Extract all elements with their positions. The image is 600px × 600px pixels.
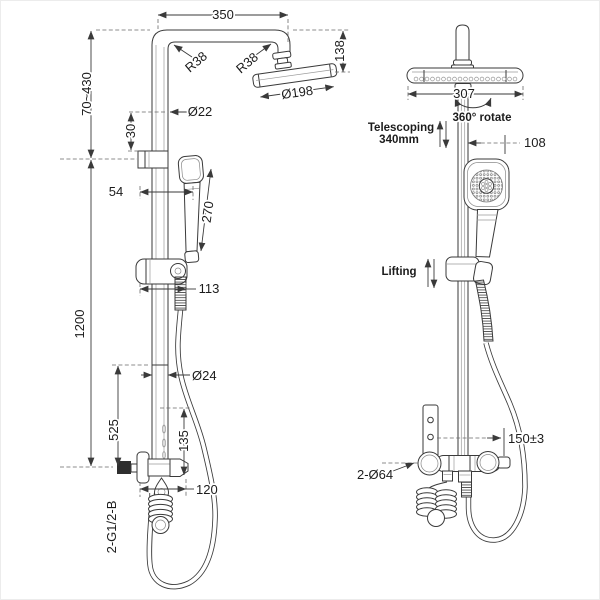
ribbed-hose-right [474, 279, 494, 342]
dim-slider-width: 113 [199, 281, 220, 296]
left-view: Ø198 [117, 29, 338, 484]
dim-wall-distance: 70~430 [79, 72, 94, 116]
hand-shower [463, 158, 510, 258]
dim-lower-pipe-diameter: Ø24 [192, 368, 217, 383]
dim-thread-spec: 2-G1/2-B [104, 501, 119, 554]
label-telescoping: Telescoping [368, 122, 434, 134]
dim-spout-drop: 135 [176, 430, 191, 452]
dim-pipe-diameter: Ø22 [188, 104, 213, 119]
dim-head-width: 307 [453, 86, 475, 101]
rain-head-outline: Ø198 [252, 63, 338, 104]
dim-bracket-offset: 30 [123, 124, 138, 138]
top-stub [451, 24, 474, 70]
dim-inlet-spacing: 150±3 [508, 431, 544, 446]
rain-head [406, 67, 524, 91]
hand-shower-hose-left [146, 309, 218, 590]
dim-holder-offset: 54 [109, 184, 123, 199]
dim-handshower-length: 270 [199, 200, 217, 224]
dim-valve-to-joint: 525 [106, 419, 121, 441]
riser-pipe [151, 29, 291, 463]
dim-spout-reach: 120 [196, 482, 218, 497]
label-telescoping-value: 340mm [379, 134, 419, 146]
dim-escutcheon-spec: 2-Ø64 [357, 467, 393, 482]
coiled-hose-left [148, 493, 173, 534]
coiled-hose-right [416, 481, 457, 527]
right-view [406, 24, 524, 458]
ribbed-connector-right [461, 481, 472, 498]
wall-bracket [137, 150, 169, 169]
spray-cap-detail [481, 180, 492, 192]
shower-arm [272, 50, 292, 70]
dim-holder-offset-r: 108 [524, 135, 546, 150]
dim-radius-right: R38 [233, 49, 261, 76]
nozzle-row [413, 76, 518, 82]
hand-shower-handle [475, 209, 499, 258]
slider-bracket [135, 258, 188, 285]
dimension-lines [60, 11, 524, 497]
hand-shower-outline [177, 155, 204, 264]
hand-shower-hose-right [465, 342, 528, 543]
label-rotate-note: 360° rotate [453, 112, 512, 124]
label-lifting: Lifting [381, 266, 416, 278]
mixer-valve-r [417, 451, 511, 483]
dim-head-drop: 138 [332, 40, 347, 62]
slider-bracket-r [445, 256, 493, 286]
rotate-arrow [454, 97, 492, 109]
dim-column-length: 1200 [72, 310, 87, 339]
dim-radius-left: R38 [182, 48, 210, 75]
ribbed-hose-left [174, 276, 187, 311]
spout [169, 458, 189, 477]
valve-handle-knob [117, 461, 131, 474]
dim-head-diameter: Ø198 [280, 83, 314, 102]
dim-top-width: 350 [212, 7, 234, 22]
wall-plate [422, 404, 439, 458]
